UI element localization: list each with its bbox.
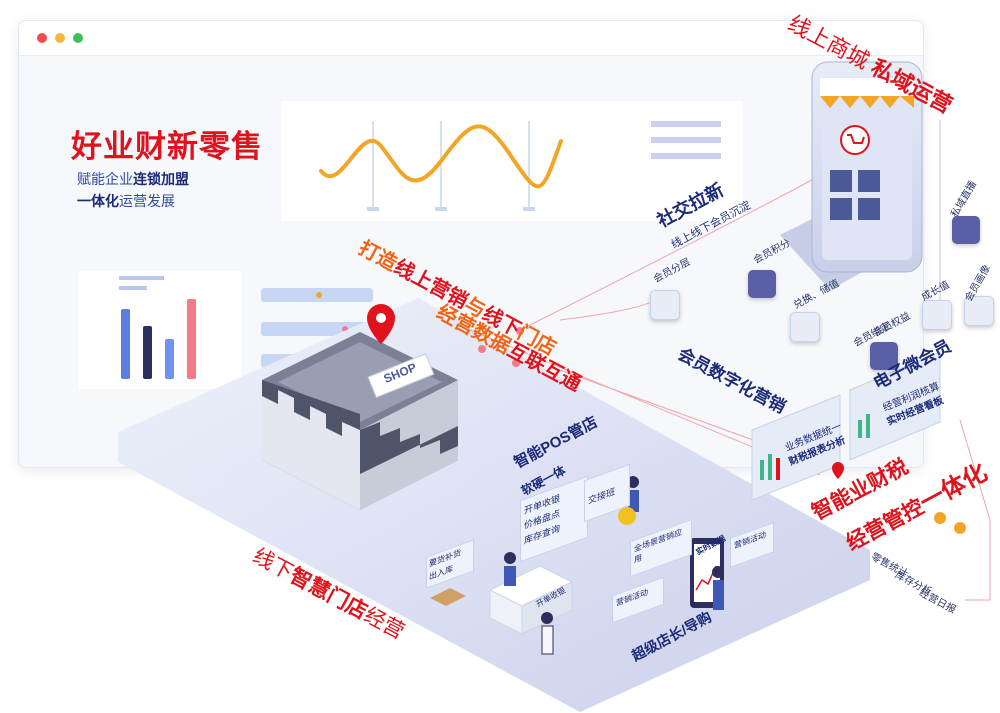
window-titlebar bbox=[19, 21, 923, 56]
hero-sub2-a: 一体化 bbox=[77, 193, 119, 209]
bar-chart-panel bbox=[79, 271, 241, 389]
hero-sub1-a: 赋能企业 bbox=[77, 171, 133, 187]
hero-sub1-b: 连锁加盟 bbox=[133, 171, 189, 187]
wave-chart-panel bbox=[281, 101, 743, 221]
points-icon bbox=[748, 270, 776, 298]
growth-icon bbox=[922, 300, 952, 330]
wave-chart-illustration bbox=[319, 121, 721, 211]
browser-window: 好业财新零售 赋能企业连锁加盟 一体化运营发展 bbox=[18, 20, 924, 468]
redeem-icon bbox=[790, 312, 820, 342]
tiers-icon bbox=[650, 290, 680, 320]
shop-illustration bbox=[262, 304, 458, 510]
report-cards-illustration bbox=[751, 351, 941, 501]
hero-title: 好业财新零售 bbox=[71, 129, 263, 164]
close-dot-icon bbox=[37, 33, 47, 43]
bind-icon bbox=[870, 342, 898, 370]
hero-subtitle-1: 赋能企业连锁加盟 bbox=[77, 169, 189, 189]
store-floor-illustration bbox=[430, 476, 724, 655]
minimize-dot-icon bbox=[55, 33, 65, 43]
hero-subtitle-2: 一体化运营发展 bbox=[77, 191, 175, 211]
portrait-icon bbox=[964, 296, 994, 326]
live-icon bbox=[952, 216, 980, 244]
bar-chart-illustration bbox=[119, 276, 196, 379]
hero-sub2-b: 运营发展 bbox=[119, 193, 175, 209]
phone-illustration bbox=[780, 61, 923, 290]
maximize-dot-icon bbox=[73, 33, 83, 43]
